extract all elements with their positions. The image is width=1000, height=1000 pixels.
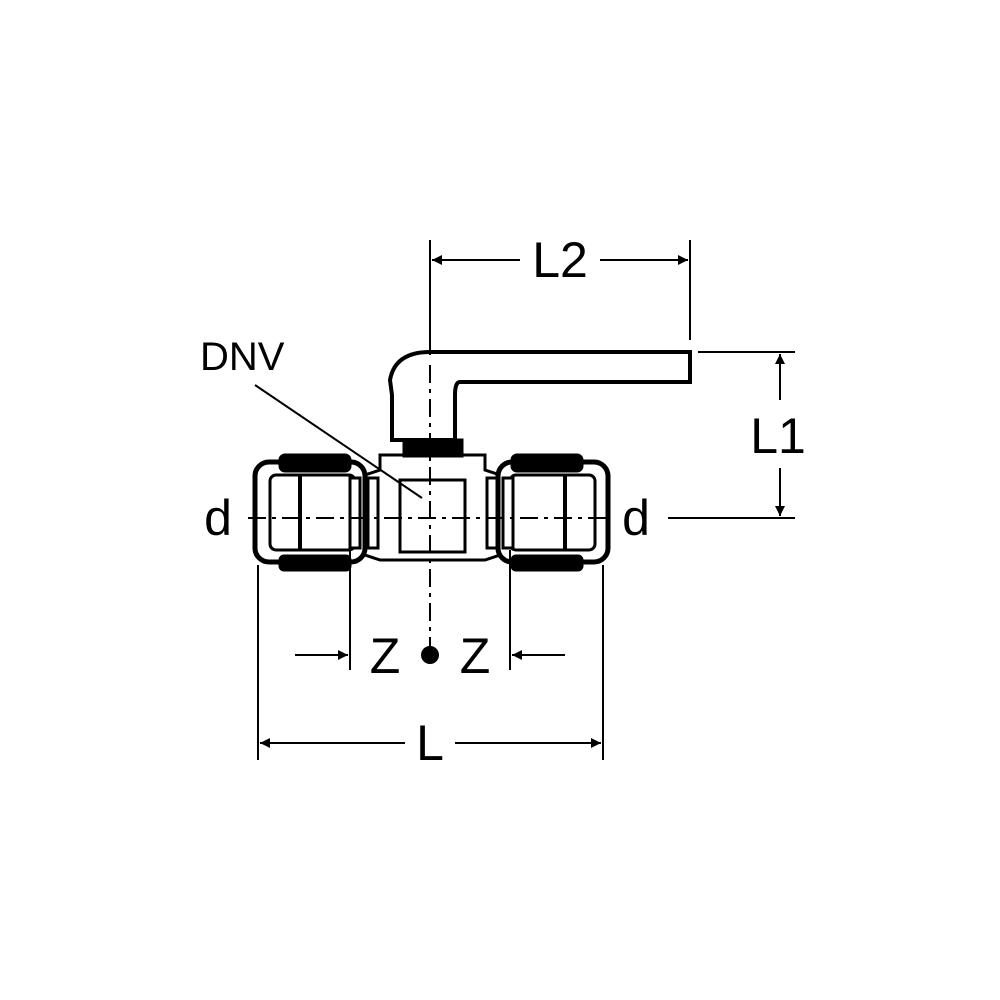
right-connector: [485, 453, 611, 572]
dimension-L2: [429, 240, 691, 355]
label-L: L: [416, 715, 444, 771]
valve-body: [363, 438, 502, 562]
label-d-right: d: [622, 490, 650, 546]
label-L2: L2: [532, 232, 588, 288]
dimension-Z: [295, 550, 565, 670]
dimension-L: [257, 565, 604, 760]
left-connector: [252, 453, 380, 572]
center-point: [421, 646, 439, 664]
label-L1: L1: [750, 408, 806, 464]
centerlines: [248, 365, 612, 650]
dnv-leader-line: [254, 384, 423, 499]
label-d-left: d: [204, 490, 232, 546]
dimension-L1: [668, 351, 795, 519]
label-Z-right: Z: [460, 628, 491, 684]
label-Z-left: Z: [370, 628, 401, 684]
label-DNV: DNV: [200, 335, 285, 379]
lever-handle: [387, 350, 692, 442]
